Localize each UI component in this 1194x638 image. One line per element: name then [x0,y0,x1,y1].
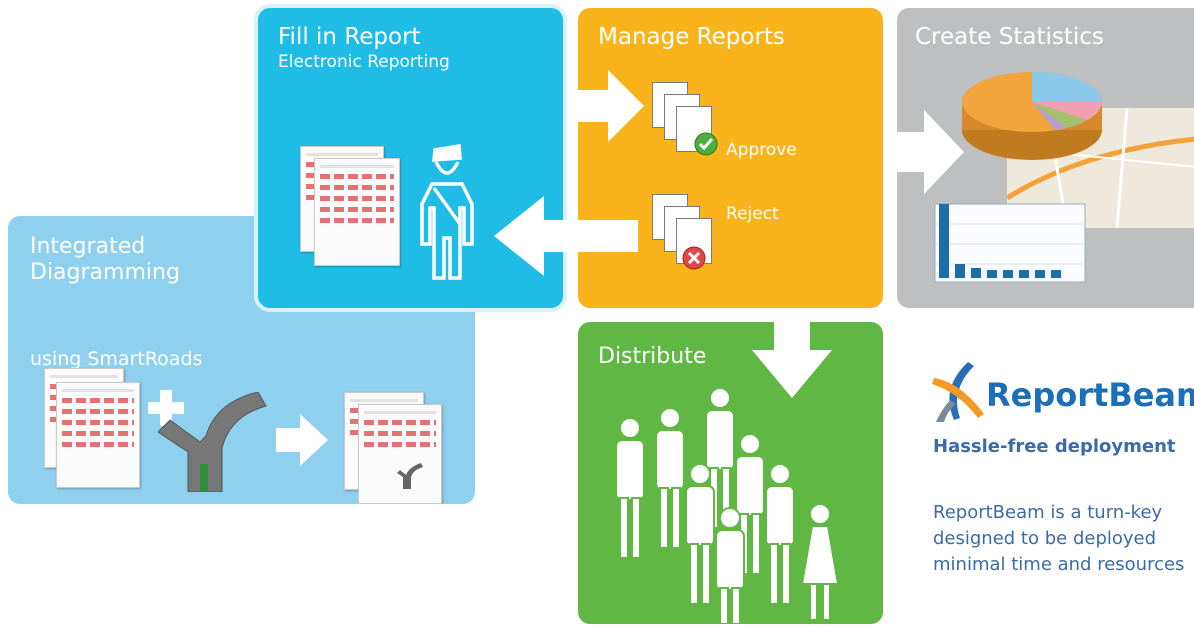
create-statistics-title: Create Statistics [915,24,1104,50]
report-form-after [358,404,442,504]
arrow-left-icon [494,196,638,276]
arrow-down-icon [752,314,832,398]
brand-description: ReportBeam is a turn-key designed to be … [933,500,1184,578]
diagramming-title-line2: Diagramming [30,260,180,285]
report-form [314,158,400,266]
approve-label: Approve [726,140,797,160]
report-beam-logo [932,362,984,422]
manage-reports-title: Manage Reports [598,24,785,50]
brand-name: ReportBeam [986,376,1194,414]
officer-icon [420,144,474,280]
road-junction-icon [158,392,267,492]
fill-report-panel: Fill in Report Electronic Reporting [258,8,563,308]
description-line: designed to be deployed [933,528,1157,549]
fill-report-subtitle: Electronic Reporting [278,52,450,72]
fill-report-title: Fill in Report [278,24,421,50]
bar-chart-icon [934,203,1086,283]
plus-icon [148,390,184,426]
smartroads-label: using SmartRoads [30,348,203,370]
diagramming-title-line1: Integrated [30,234,146,259]
manage-reports-panel: Manage Reports Approve Reject [578,8,883,308]
description-line: minimal time and resources [933,554,1185,575]
reject-label: Reject [726,204,779,224]
tagline: Hassle-free deployment [933,436,1176,457]
description-line: ReportBeam is a turn-key [933,502,1163,523]
diagramming-title: Integrated Diagramming [30,234,180,286]
arrow-right-icon [276,414,328,466]
road-junction-icon [397,463,423,489]
report-form [56,382,140,488]
checkmark-icon [694,132,718,156]
pie-chart-icon [962,72,1102,160]
people-icon [615,387,840,624]
distribute-panel: Distribute [578,322,883,624]
reject-icon [682,246,706,270]
distribute-title: Distribute [598,344,707,369]
create-statistics-panel: Create Statistics [897,8,1194,308]
document-icon [676,218,712,264]
arrow-right-icon [894,110,964,194]
arrow-right-icon [572,70,644,142]
